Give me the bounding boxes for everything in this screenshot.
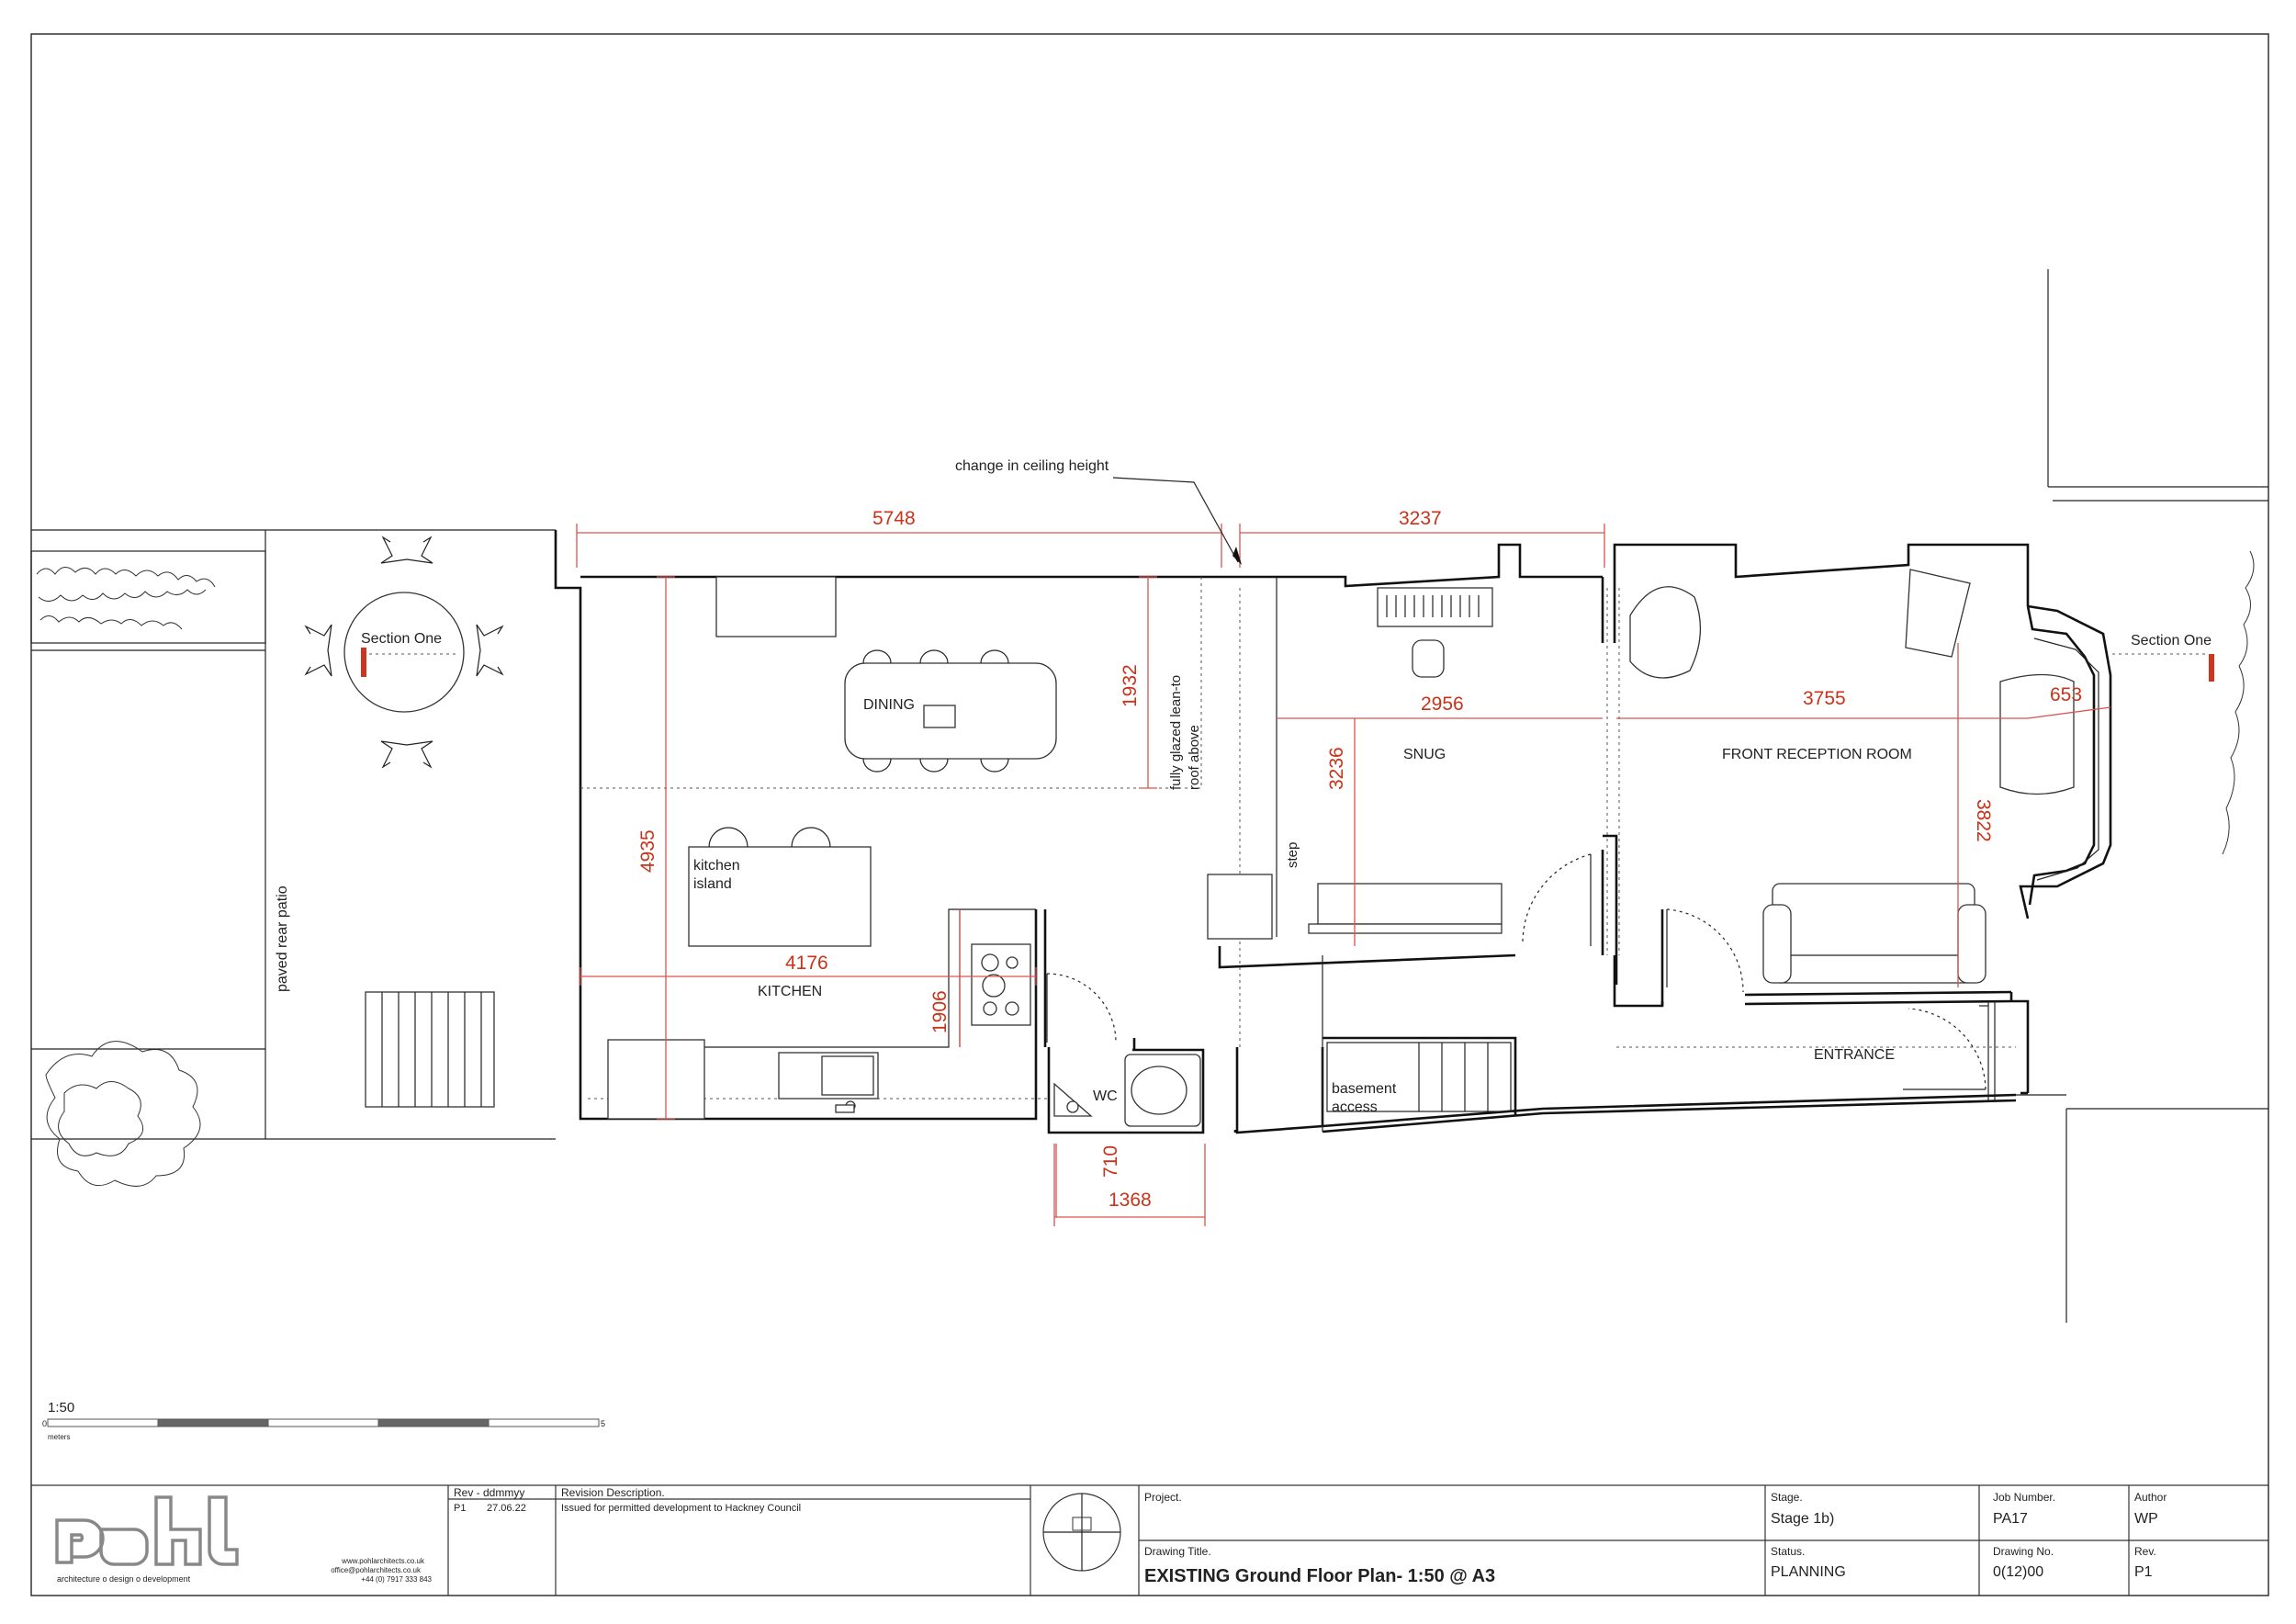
- dim-1932: 1932: [1120, 664, 1141, 707]
- rev-header: Rev - ddmmyy: [454, 1486, 524, 1499]
- dim-3822: 3822: [1973, 799, 1994, 842]
- room-front-reception: FRONT RECEPTION ROOM: [1722, 747, 1912, 762]
- scale-ratio: 1:50: [48, 1400, 74, 1415]
- contact-email: office@pohlarchitects.co.uk: [331, 1566, 422, 1574]
- drawing-no-label: Drawing No.: [1993, 1545, 2054, 1558]
- sheet-border: [30, 33, 2269, 1596]
- dim-1906: 1906: [929, 990, 951, 1033]
- room-snug: SNUG: [1403, 747, 1446, 762]
- patio-label: paved rear patio: [275, 885, 290, 992]
- revision-row-desc: Issued for permitted development to Hack…: [561, 1503, 801, 1514]
- job-number-label: Job Number.: [1993, 1491, 2055, 1504]
- title-block: pohl architecture o design o development…: [31, 1484, 2268, 1596]
- revision-row-date: 27.06.22: [487, 1503, 526, 1514]
- step-label: step: [1285, 842, 1300, 868]
- dim-4935: 4935: [637, 829, 658, 873]
- rev-value: P1: [2134, 1564, 2153, 1580]
- hedge-shrub: [36, 567, 216, 630]
- section-marker-right: Section One: [2112, 550, 2255, 855]
- room-dining: DINING: [863, 697, 915, 713]
- piano-keys: [1386, 595, 1480, 617]
- room-kitchen-island-1: kitchen: [693, 858, 740, 874]
- author-value: WP: [2134, 1511, 2158, 1527]
- dimension-lines: [576, 477, 2111, 1226]
- job-number-value: PA17: [1993, 1511, 2028, 1527]
- drawing-title-label: Drawing Title.: [1144, 1545, 1211, 1558]
- glazed-roof-label-2: roof above: [1187, 725, 1202, 790]
- scale-bar: 1:50 0 5 meters: [42, 1400, 605, 1441]
- project-label: Project.: [1144, 1491, 1182, 1504]
- dim-3236: 3236: [1326, 747, 1347, 790]
- dim-710: 710: [1100, 1145, 1121, 1178]
- stage-label: Stage.: [1771, 1491, 1803, 1504]
- dim-2956: 2956: [1421, 694, 1464, 715]
- doors: [1046, 853, 1996, 1100]
- scale-unit: meters: [48, 1433, 70, 1441]
- building-walls: [554, 530, 2112, 1134]
- dim-3237: 3237: [1399, 508, 1442, 529]
- dim-5748: 5748: [872, 508, 916, 529]
- scale-start: 0: [42, 1419, 47, 1428]
- room-kitchen: KITCHEN: [758, 984, 822, 999]
- contact-web: www.pohlarchitects.co.uk: [341, 1557, 425, 1565]
- section-label-left: Section One: [361, 631, 442, 647]
- north-arrow-icon: [1042, 1493, 1121, 1572]
- drawing-title: EXISTING Ground Floor Plan- 1:50 @ A3: [1144, 1566, 1495, 1586]
- garden-area: paved rear patio: [30, 530, 504, 1187]
- laptop-icon: [923, 705, 956, 728]
- interior-lines: [580, 577, 2016, 1132]
- room-wc: WC: [1093, 1088, 1118, 1104]
- revision-row-rev: P1: [454, 1503, 466, 1514]
- drawing-no-value: 0(12)00: [1993, 1564, 2043, 1580]
- dim-3755: 3755: [1803, 688, 1846, 709]
- scale-end: 5: [601, 1419, 605, 1428]
- patio-bench: [365, 991, 495, 1108]
- room-basement-1: basement: [1332, 1081, 1397, 1097]
- author-label: Author: [2134, 1491, 2167, 1504]
- right-shrub: [2222, 550, 2255, 855]
- glazed-roof-label-1: fully glazed lean-to: [1168, 675, 1184, 790]
- stage-value: Stage 1b): [1771, 1511, 1834, 1527]
- room-kitchen-island-2: island: [693, 876, 732, 892]
- tree-shrub: [45, 1041, 201, 1187]
- dim-653: 653: [2050, 684, 2082, 705]
- rev-desc-header: Revision Description.: [561, 1486, 665, 1499]
- furniture: [607, 569, 2075, 1127]
- patio-table-set: [304, 536, 504, 769]
- logo: pohl: [55, 1495, 239, 1566]
- rev-label: Rev.: [2134, 1545, 2156, 1558]
- contact-phone: +44 (0) 7917 333 843: [361, 1575, 432, 1584]
- boundary-lines: [31, 269, 2268, 1323]
- room-basement-2: access: [1332, 1100, 1378, 1115]
- dim-1368: 1368: [1109, 1190, 1152, 1211]
- room-entrance: ENTRANCE: [1814, 1047, 1895, 1063]
- section-marker-left: Section One: [361, 631, 459, 677]
- status-label: Status.: [1771, 1545, 1805, 1558]
- change-in-ceiling-label: change in ceiling height: [955, 458, 1109, 474]
- dim-4176: 4176: [785, 953, 828, 974]
- logo-tagline: architecture o design o development: [57, 1574, 191, 1584]
- section-label-right: Section One: [2131, 633, 2212, 648]
- status-value: PLANNING: [1771, 1564, 1846, 1580]
